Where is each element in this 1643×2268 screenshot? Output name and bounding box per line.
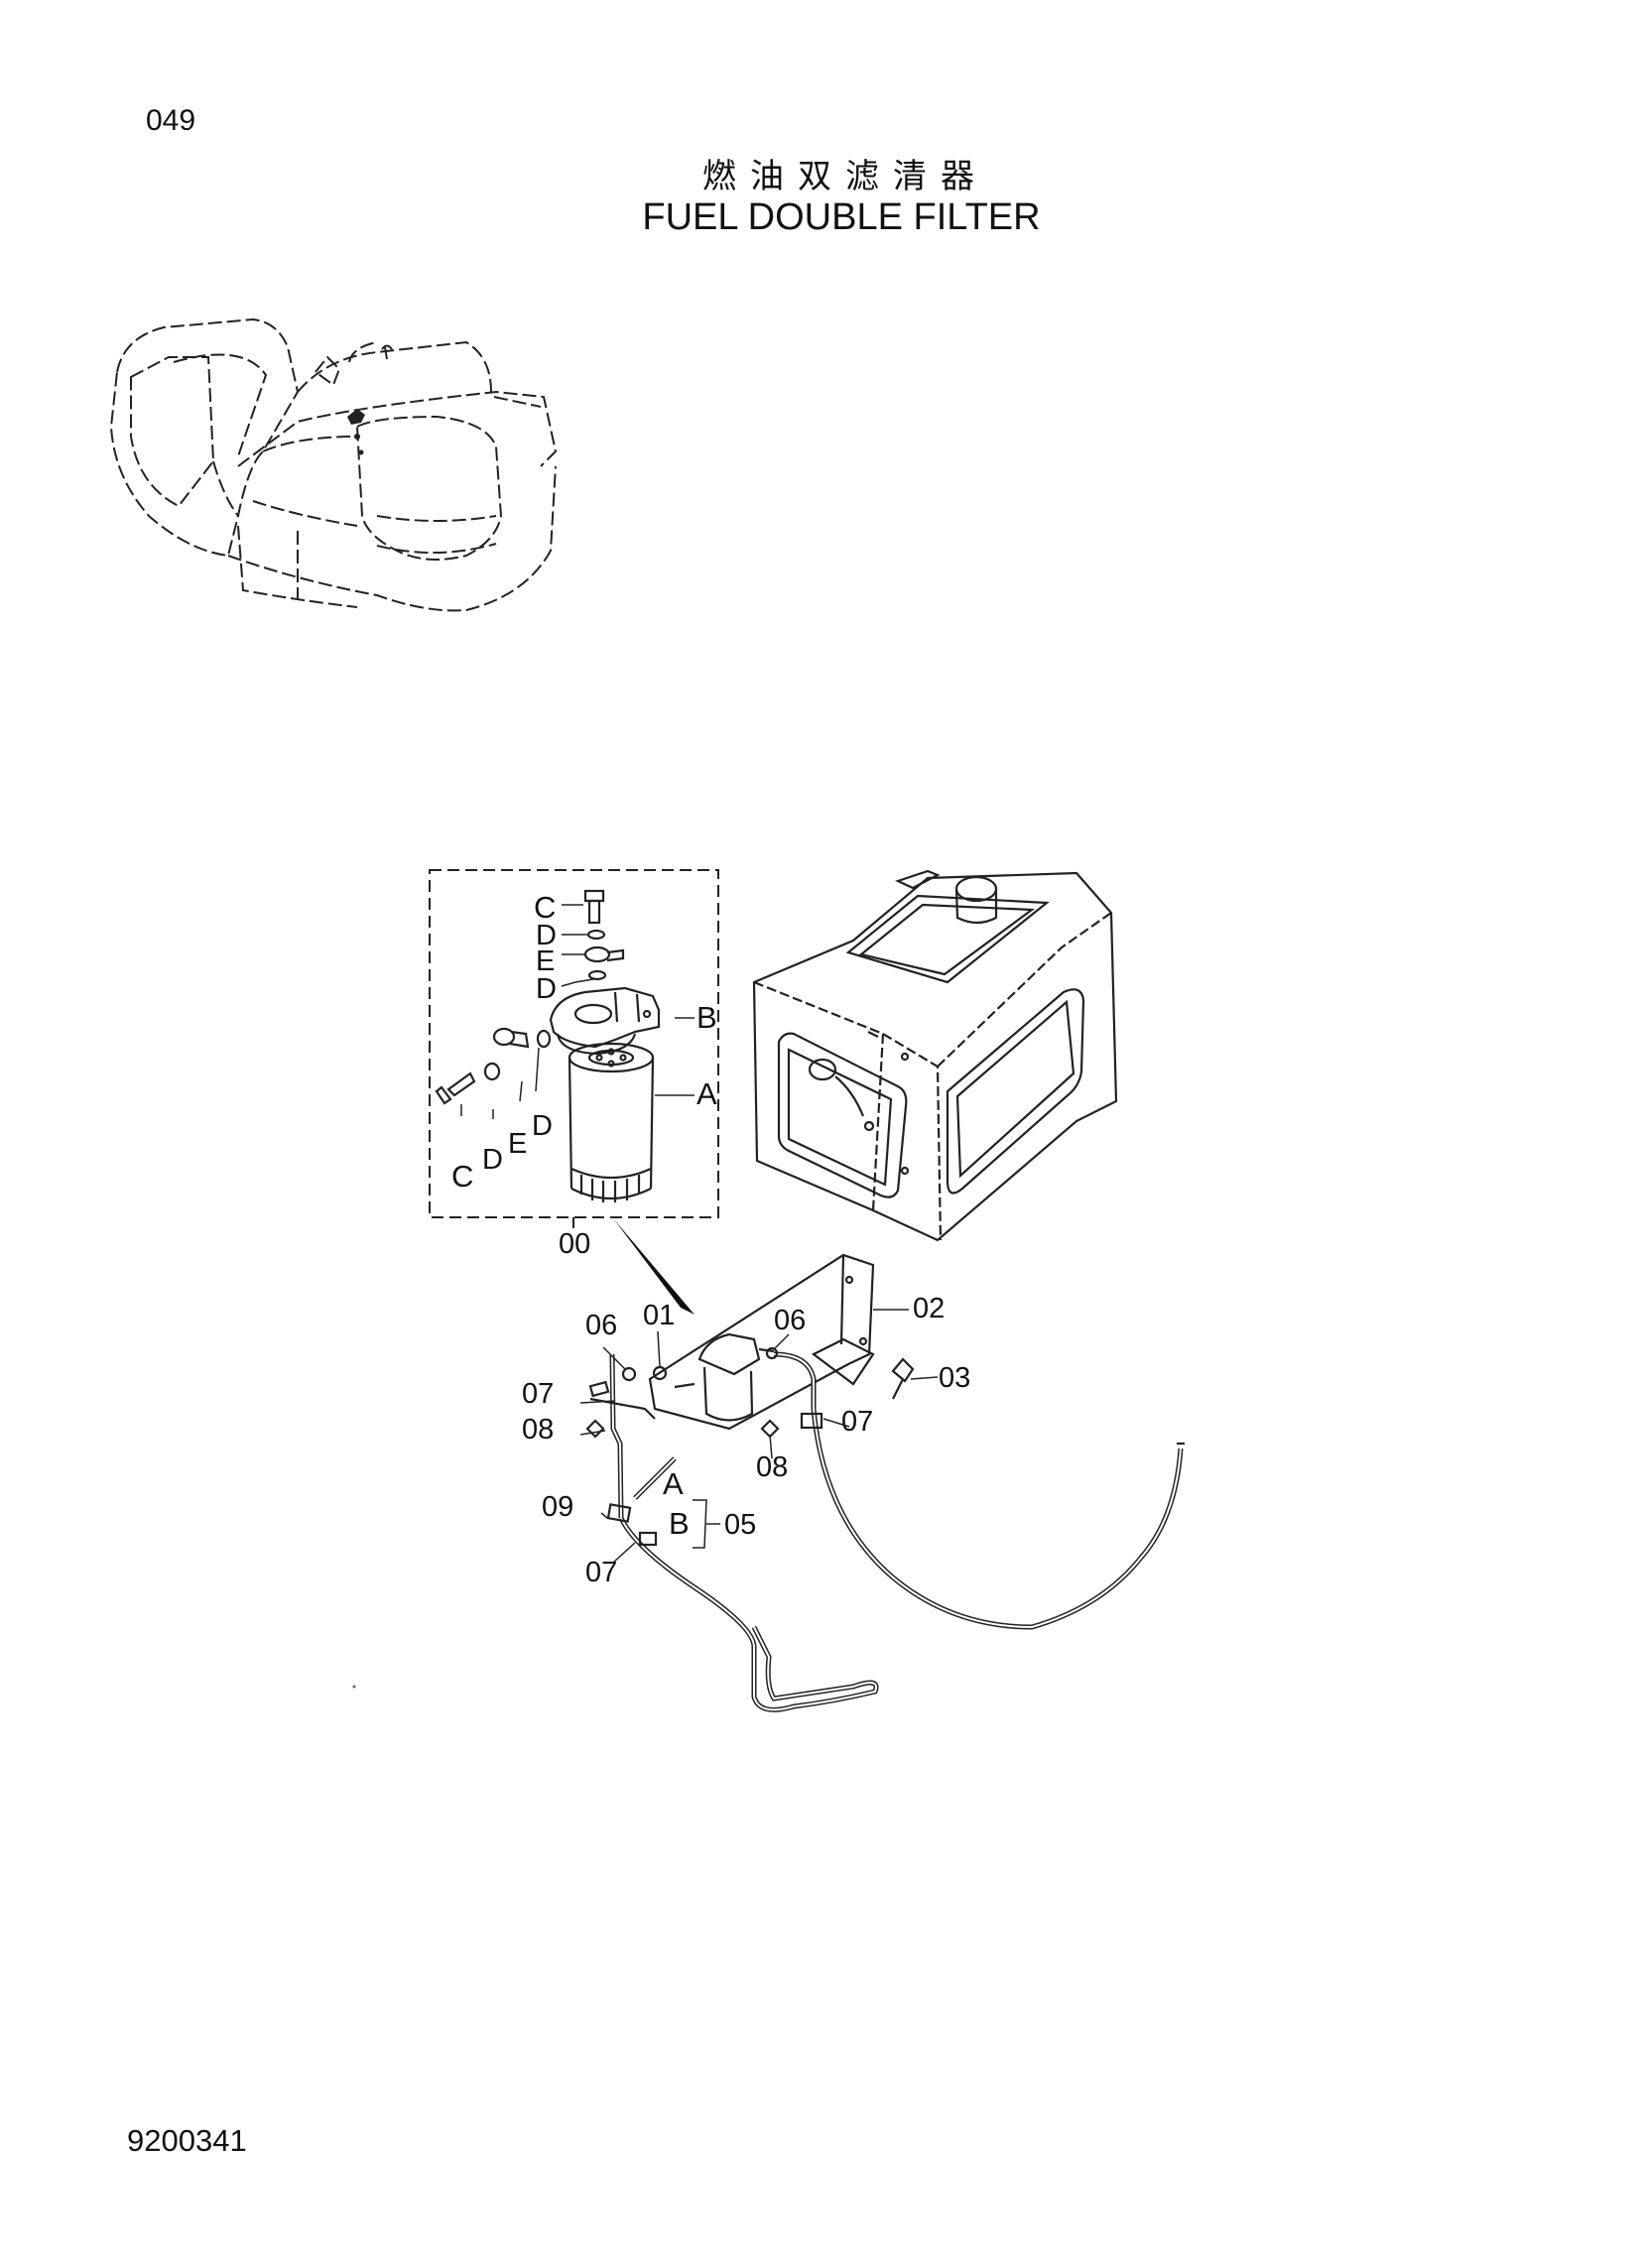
- callout-06-right: 06: [774, 1305, 806, 1336]
- callout-e-bottom: E: [508, 1128, 527, 1160]
- detail-parts: [435, 889, 695, 1202]
- bolt-bottom-icon: [435, 1071, 476, 1105]
- callout-07-bottom: 07: [585, 1557, 617, 1588]
- callout-e-top: E: [536, 945, 555, 977]
- washer-icon: [587, 969, 607, 981]
- detail-view-box: [429, 869, 719, 1315]
- callout-01: 01: [643, 1300, 675, 1331]
- callout-d1: D: [536, 920, 557, 951]
- title-chinese: 燃油双滤清器: [702, 157, 988, 196]
- callout-00: 00: [559, 1228, 590, 1260]
- side-fitting-icon: [483, 1027, 552, 1081]
- callout-08-left: 08: [522, 1414, 554, 1446]
- eye-fitting-icon: [583, 945, 625, 963]
- filter-cartridge-icon: [568, 1042, 655, 1202]
- callout-d2: D: [536, 973, 557, 1005]
- callout-03: 03: [939, 1362, 970, 1394]
- callout-05: 05: [724, 1509, 756, 1541]
- callout-06-left: 06: [585, 1310, 617, 1341]
- callout-c-bottom: C: [451, 1159, 473, 1194]
- filter-location-marker: [347, 409, 365, 455]
- callout-d4: D: [532, 1110, 553, 1142]
- callout-a: A: [696, 1076, 717, 1111]
- scan-speck: [352, 1685, 356, 1689]
- callout-09: 09: [542, 1491, 573, 1523]
- callout-02: 02: [913, 1293, 945, 1324]
- title-english: FUEL DOUBLE FILTER: [642, 196, 1041, 238]
- detail-labels: C D E D B A C D E D 00: [451, 890, 717, 1260]
- callout-hose-a: A: [663, 1466, 684, 1501]
- page-number: 049: [146, 104, 196, 137]
- filter-head-icon: [549, 986, 661, 1056]
- main-labels: 01 02 03 05 06 06 07 07 07 08 08 09 A B: [522, 1293, 970, 1588]
- callout-hose-b: B: [669, 1506, 690, 1541]
- excavator-locator-view: [109, 317, 558, 612]
- callout-07-left: 07: [522, 1378, 554, 1410]
- callout-07-right: 07: [841, 1406, 873, 1438]
- callout-c-top: C: [534, 890, 556, 925]
- bolt-top-icon: [583, 889, 605, 925]
- fuel-tank: [752, 869, 1118, 1242]
- callout-08-right: 08: [756, 1451, 788, 1483]
- bracket-and-hoses: [579, 1253, 1185, 1712]
- callout-b: B: [696, 1000, 717, 1035]
- document-number: 9200341: [127, 2123, 247, 2158]
- washer-icon: [586, 929, 606, 941]
- callout-d3: D: [482, 1144, 503, 1176]
